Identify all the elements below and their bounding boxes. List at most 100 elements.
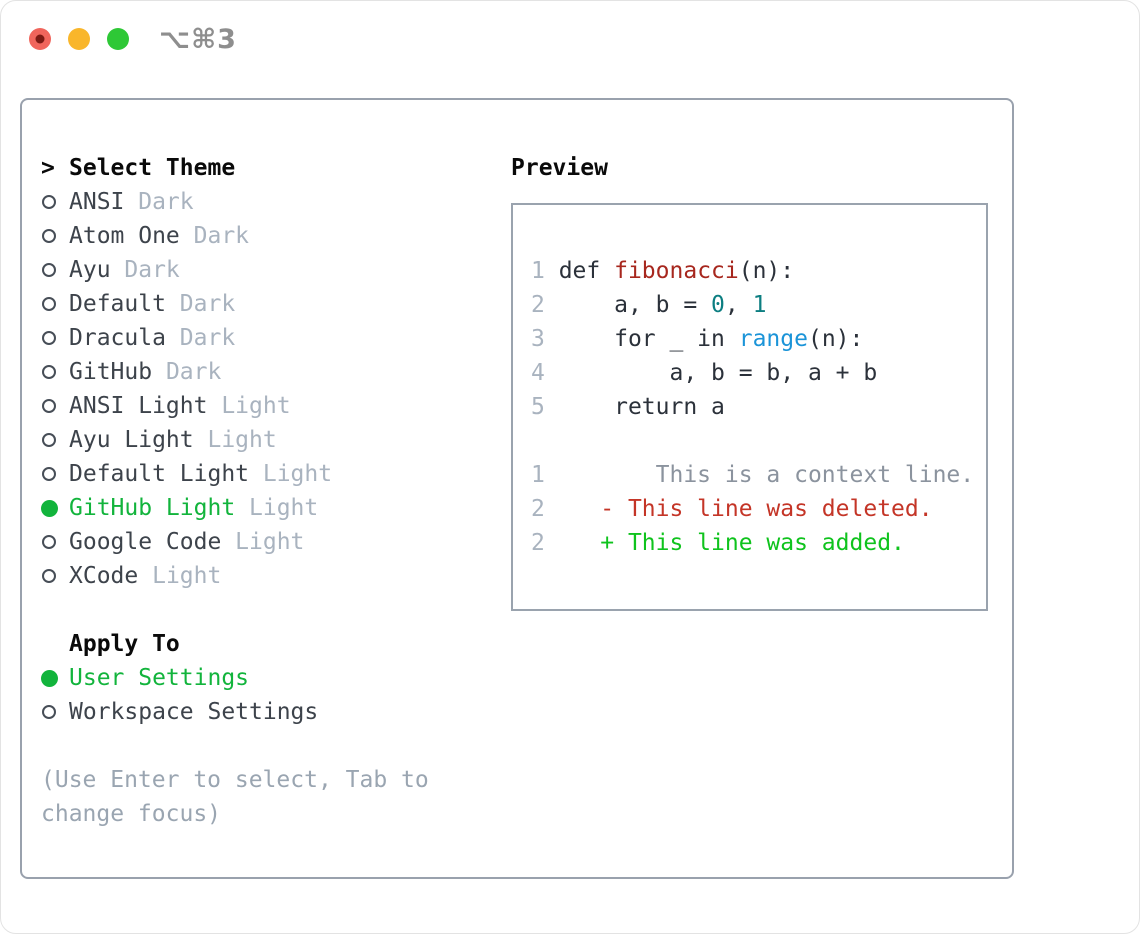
radio-unselected-icon xyxy=(41,705,69,719)
theme-item-xcode-light[interactable]: XCode Light xyxy=(41,559,429,593)
theme-variant: Light xyxy=(221,393,291,419)
code-text xyxy=(545,496,600,522)
theme-item-default-light[interactable]: Default Light Light xyxy=(41,457,429,491)
theme-name: XCode xyxy=(69,563,139,589)
theme-item-ayu-dark[interactable]: Ayu Dark xyxy=(41,253,429,287)
diff-added-text: + This line was added. xyxy=(600,530,905,556)
blank-line xyxy=(531,424,986,458)
preview-box: 1 def fibonacci(n): 2 a, b = 0, 1 3 for … xyxy=(511,203,988,611)
code-line: 1 def fibonacci(n): xyxy=(531,254,986,288)
theme-name: ANSI Light xyxy=(69,393,208,419)
diff-context-line: 1 This is a context line. xyxy=(531,458,986,492)
theme-variant: Light xyxy=(262,461,333,487)
code-line: 2 a, b = 0, 1 xyxy=(531,288,986,322)
code-text xyxy=(545,530,600,556)
theme-variant: Light xyxy=(207,427,277,453)
theme-variant: Dark xyxy=(179,291,236,317)
line-number: 2 xyxy=(531,530,545,556)
apply-option-workspace-settings[interactable]: Workspace Settings xyxy=(41,695,429,729)
theme-name: Default Light xyxy=(69,461,250,487)
preview-title: Preview xyxy=(511,155,608,181)
code-text: a, b = xyxy=(544,292,712,318)
radio-unselected-icon xyxy=(41,195,69,209)
line-number: 2 xyxy=(531,292,545,318)
theme-name: Ayu xyxy=(69,257,111,283)
diff-context-text: This is a context line. xyxy=(544,462,975,488)
theme-name: GitHub Light xyxy=(69,495,236,521)
theme-name: GitHub xyxy=(69,359,153,385)
apply-option-user-settings[interactable]: User Settings xyxy=(41,661,429,695)
help-text-line-2: change focus) xyxy=(41,801,222,827)
radio-unselected-icon xyxy=(41,399,69,413)
code-text: for _ in xyxy=(544,326,739,352)
theme-item-ansi-light[interactable]: ANSI Light Light xyxy=(41,389,429,423)
radio-unselected-icon xyxy=(41,467,69,481)
theme-item-atom-one-dark[interactable]: Atom One Dark xyxy=(41,219,429,253)
theme-name: Google Code xyxy=(69,529,222,555)
code-line: 4 a, b = b, a + b xyxy=(531,356,986,390)
theme-variant: Dark xyxy=(124,257,180,283)
theme-variant: Dark xyxy=(179,325,236,351)
code-text: def xyxy=(544,258,615,284)
radio-selected-icon xyxy=(41,669,69,687)
theme-item-ayu-light[interactable]: Ayu Light Light xyxy=(41,423,429,457)
line-number: 1 xyxy=(531,462,545,488)
close-button-icon[interactable] xyxy=(29,28,51,50)
theme-variant: Dark xyxy=(138,189,194,215)
theme-name: Atom One xyxy=(69,223,180,249)
theme-item-google-code-light[interactable]: Google Code Light xyxy=(41,525,429,559)
code-text: (n): xyxy=(738,258,795,284)
radio-unselected-icon xyxy=(41,535,69,549)
theme-item-github-light[interactable]: GitHub Light Light xyxy=(41,491,429,525)
code-line: 5 return a xyxy=(531,390,986,424)
titlebar: ⌥⌘3 xyxy=(29,24,237,55)
zoom-button-icon[interactable] xyxy=(107,28,129,50)
code-builtin-token: range xyxy=(738,326,808,352)
theme-item-github-dark[interactable]: GitHub Dark xyxy=(41,355,429,389)
close-button-dot-icon xyxy=(35,34,45,44)
theme-item-default-dark[interactable]: Default Dark xyxy=(41,287,429,321)
diff-deleted-text: - This line was deleted. xyxy=(600,496,933,522)
spacer-row xyxy=(41,729,429,763)
theme-variant: Light xyxy=(235,529,305,555)
line-number: 4 xyxy=(531,360,545,386)
theme-variant: Light xyxy=(249,495,319,521)
radio-unselected-icon xyxy=(41,297,69,311)
diff-deleted-line: 2 - This line was deleted. xyxy=(531,492,986,526)
select-theme-title: Select Theme xyxy=(69,155,236,181)
diff-added-line: 2 + This line was added. xyxy=(531,526,986,560)
apply-option-label: User Settings xyxy=(69,665,250,691)
radio-unselected-icon xyxy=(41,331,69,345)
theme-variant: Dark xyxy=(165,359,222,385)
window-shortcut-label: ⌥⌘3 xyxy=(159,23,237,55)
code-line: 3 for _ in range(n): xyxy=(531,322,986,356)
radio-unselected-icon xyxy=(41,569,69,583)
code-text: (n): xyxy=(807,326,864,352)
radio-unselected-icon xyxy=(41,433,69,447)
theme-selector-panel: > Select Theme ANSI Dark Atom One Dark A… xyxy=(20,98,1014,879)
code-number-token: 1 xyxy=(752,292,767,318)
line-number: 3 xyxy=(531,326,545,352)
theme-name: Default xyxy=(69,291,166,317)
theme-name: Dracula xyxy=(69,325,166,351)
code-number-token: 0 xyxy=(711,292,725,318)
theme-item-ansi-dark[interactable]: ANSI Dark xyxy=(41,185,429,219)
spacer-row xyxy=(41,593,429,627)
apply-to-header: Apply To xyxy=(41,627,429,661)
theme-item-dracula-dark[interactable]: Dracula Dark xyxy=(41,321,429,355)
minimize-button-icon[interactable] xyxy=(68,28,90,50)
theme-list: > Select Theme ANSI Dark Atom One Dark A… xyxy=(41,151,429,831)
focus-caret-icon: > xyxy=(41,155,55,181)
radio-unselected-icon xyxy=(41,229,69,243)
line-number: 2 xyxy=(531,496,545,522)
apply-option-label: Workspace Settings xyxy=(69,699,319,725)
radio-unselected-icon xyxy=(41,263,69,277)
radio-unselected-icon xyxy=(41,365,69,379)
theme-name: Ayu Light xyxy=(69,427,194,453)
code-function-token: fibonacci xyxy=(614,258,739,284)
help-text-line-1: (Use Enter to select, Tab to xyxy=(41,767,429,793)
theme-name: ANSI xyxy=(69,189,125,215)
theme-variant: Dark xyxy=(193,223,250,249)
theme-variant: Light xyxy=(152,563,222,589)
